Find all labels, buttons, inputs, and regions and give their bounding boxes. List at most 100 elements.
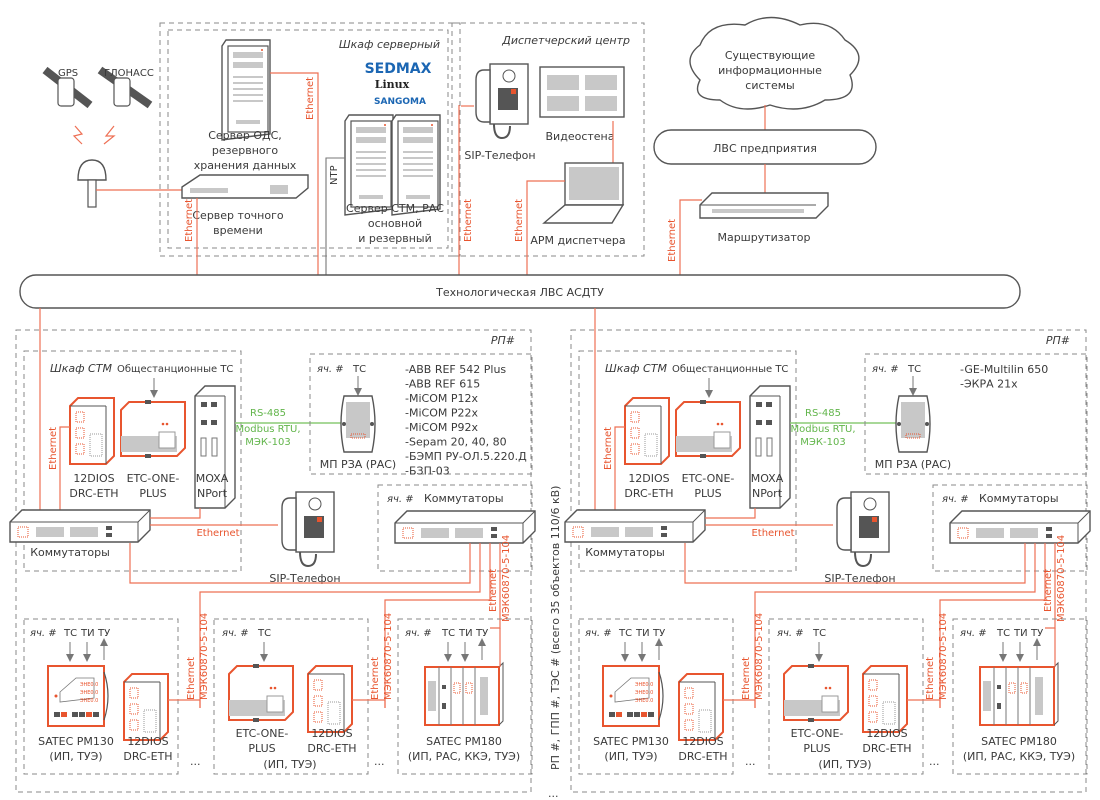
server-cabinet-title: Шкаф серверный xyxy=(339,38,440,51)
sip-phone-icon xyxy=(475,63,529,139)
iec104-label: МЭК60870-5-104 xyxy=(383,613,394,700)
cell-label: яч. # xyxy=(942,494,969,505)
gnss-antenna-icon xyxy=(77,159,107,208)
rs485-label: RS-485 xyxy=(805,408,841,419)
router-icon xyxy=(699,192,829,219)
ethernet-label: Ethernet xyxy=(488,569,499,612)
signal-label: ТУ xyxy=(652,628,665,639)
switch-icon xyxy=(949,510,1091,544)
stm-cabinet-title: Шкаф СТМ xyxy=(50,362,112,375)
meter-label: SATEC PM180 xyxy=(981,735,1057,748)
relay-model-item: -Sepam 20, 40, 80 xyxy=(405,436,507,449)
signal-label: ТС xyxy=(257,628,271,639)
cell-label: яч. # xyxy=(387,494,414,505)
gps-label: GPS xyxy=(58,68,78,79)
satellite-gps: GPS xyxy=(42,66,93,109)
sip-phone-label: SIP-Телефон xyxy=(269,572,340,585)
signal-bolt-icon xyxy=(103,125,116,145)
signal-label: ТУ xyxy=(97,628,110,639)
connection-line xyxy=(705,508,756,519)
iec103-label: МЭК-103 xyxy=(800,437,845,448)
tc-label: ТС xyxy=(352,364,366,375)
relay-model-item: -ABB REF 615 xyxy=(405,378,480,391)
etc-module-icon xyxy=(675,399,741,459)
ethernet-label: Ethernet xyxy=(1043,569,1054,612)
etc-label-1: ETC-ONE- xyxy=(127,472,180,485)
iec103-label: МЭК-103 xyxy=(245,437,290,448)
ethernet-label: Ethernet xyxy=(514,199,525,242)
dios-label-2: DRC-ETH xyxy=(307,742,356,755)
cell-label: яч. # xyxy=(317,364,344,375)
ethernet-label: Ethernet xyxy=(184,199,195,242)
connection-line xyxy=(59,426,70,510)
iec104-label: МЭК60870-5-104 xyxy=(754,613,765,700)
modbus-label: Modbus RTU, xyxy=(236,424,301,435)
rs485-label: RS-485 xyxy=(250,408,286,419)
cell-label: яч. # xyxy=(222,628,249,639)
router-label: Маршрутизатор xyxy=(717,231,810,244)
signal-label: ТС xyxy=(618,628,632,639)
connection-line xyxy=(907,699,941,708)
bay-2-border xyxy=(213,618,369,775)
bay-2-border xyxy=(768,618,924,775)
relay-model-item: -GE-Multilin 650 xyxy=(960,363,1048,376)
moxa-label-1: MOXA xyxy=(196,472,229,485)
switch-icon xyxy=(564,509,706,543)
connection-line xyxy=(150,508,201,519)
dispatch-center-title: Диспетчерский центр xyxy=(501,34,630,47)
ethernet-label: Ethernet xyxy=(667,219,678,262)
ethernet-label: Ethernet xyxy=(925,657,936,700)
sip-phone-icon xyxy=(281,491,335,567)
switch-icon xyxy=(9,509,151,543)
satec-pm180-icon xyxy=(424,662,504,726)
bay-caption: (ИП, ТУЭ) xyxy=(263,758,316,771)
cloud-label-1: Существующие xyxy=(725,49,816,62)
moxa-label-1: MOXA xyxy=(751,472,784,485)
relay-protection-icon xyxy=(340,395,376,453)
ethernet-label: Ethernet xyxy=(305,77,316,120)
meter-label: SATEC PM130 xyxy=(38,735,114,748)
sip-phone-icon xyxy=(836,491,890,567)
signal-label: ТС xyxy=(63,628,77,639)
glonass-label: ГЛОНАСС xyxy=(104,68,154,79)
signal-label: ТС xyxy=(812,628,826,639)
ethernet-label: Ethernet xyxy=(463,199,474,242)
connection-line xyxy=(754,543,1036,708)
backbone-lan-bus xyxy=(19,274,1021,309)
stm-server-backup-icon xyxy=(391,114,441,216)
stm-server-label-1: Сервер СТМ, РАС xyxy=(346,202,444,215)
laptop-icon xyxy=(542,162,625,224)
ellipsis: ... xyxy=(190,755,201,768)
dios-label-2: DRC-ETH xyxy=(862,742,911,755)
cell-label: яч. # xyxy=(872,364,899,375)
time-server-label-2: времени xyxy=(213,224,263,237)
ethernet-label: Ethernet xyxy=(741,657,752,700)
connection-line xyxy=(352,699,386,708)
ellipsis: ... xyxy=(374,755,385,768)
dios-module-icon xyxy=(678,673,724,741)
satec-pm130-icon xyxy=(47,665,109,727)
relay-label: МП РЗА (РАС) xyxy=(320,458,396,471)
relay-model-item: -ЭКРА 21x xyxy=(960,378,1018,391)
meter-caption: (ИП, ТУЭ) xyxy=(49,750,102,763)
relay-cell-border xyxy=(309,353,533,475)
ods-server-icon xyxy=(221,39,271,141)
etc-module-icon xyxy=(783,663,849,723)
dios-label-1: 12DIOS xyxy=(682,735,723,748)
moxa-label-2: NPort xyxy=(752,487,783,500)
common-tc-label: Общестанционные ТС xyxy=(672,364,788,375)
etc-label-1: ETC-ONE- xyxy=(682,472,735,485)
cell-label: яч. # xyxy=(405,628,432,639)
ellipsis: ... xyxy=(548,787,559,800)
cell-label: яч. # xyxy=(960,628,987,639)
dios-label-1: 12DIOS xyxy=(866,727,907,740)
meter-caption: (ИП, ТУЭ) xyxy=(604,750,657,763)
stm-server-label-2: основной xyxy=(368,217,422,230)
switches-label: Коммутаторы xyxy=(30,546,110,559)
stm-cabinet-title: Шкаф СТМ xyxy=(605,362,667,375)
dios-label-2: DRC-ETH xyxy=(678,750,727,763)
cell-label: яч. # xyxy=(30,628,57,639)
relay-protection-icon xyxy=(895,395,931,453)
dios-module-icon xyxy=(69,397,115,465)
